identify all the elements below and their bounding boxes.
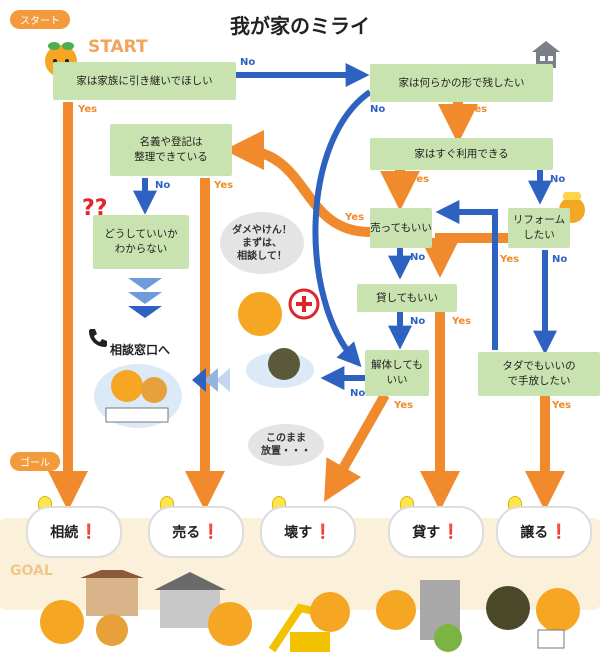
- label-yes-3: Yes: [214, 180, 234, 191]
- goal-illustrations: [40, 570, 580, 653]
- exclamation-icon: ❗: [314, 524, 332, 540]
- arrow-b10-back: [435, 200, 498, 350]
- goal-demolish-text: 壊す: [284, 525, 313, 541]
- inherit-scene: [40, 570, 144, 646]
- goal-inherit: 相続❗: [26, 506, 122, 558]
- label-yes-8: Yes: [394, 400, 414, 411]
- label-no-6: No: [552, 254, 568, 265]
- rent-scene: [376, 580, 462, 652]
- exclamation-icon: ❗: [442, 524, 460, 540]
- goal-tag: ゴール: [10, 452, 60, 471]
- start-tag: スタート: [10, 10, 70, 29]
- chevron-down-arrows: [128, 278, 162, 318]
- goal-demolish: 壊す❗: [260, 506, 356, 558]
- box-give-free: タダでもいいの で手放したい: [478, 352, 600, 396]
- label-no-3: No: [155, 180, 171, 191]
- goal-label: GOAL: [10, 563, 53, 579]
- arrow-b6-yes: [420, 233, 510, 278]
- consult-window-label: 相談窓口へ: [110, 343, 171, 357]
- goal-give: 譲る❗: [496, 506, 592, 558]
- label-yes-1: Yes: [78, 104, 98, 115]
- phone-icon: [89, 329, 107, 347]
- label-no-5: No: [410, 252, 426, 263]
- label-no-8: No: [350, 388, 366, 399]
- chevron-left-arrows: [192, 368, 230, 392]
- label-no-1: No: [240, 57, 256, 68]
- box-can-sell: 売ってもいい: [370, 208, 432, 248]
- goal-inherit-text: 相続: [50, 525, 79, 541]
- label-yes-4: Yes: [410, 174, 430, 185]
- goal-sell: 売る❗: [148, 506, 244, 558]
- box-can-demolish: 解体しても いい: [365, 350, 429, 396]
- box-usable-now: 家はすぐ利用できる: [370, 138, 553, 170]
- label-yes-6: Yes: [500, 254, 520, 265]
- exclamation-icon: ❗: [80, 524, 98, 540]
- arrow-b9-yes: [324, 392, 390, 502]
- mascots-warning-icon: [238, 288, 320, 388]
- question-mark-icon: ??: [82, 196, 108, 221]
- label-yes-2: Yes: [468, 104, 488, 115]
- box-dont-know: どうしていいか わからない: [93, 215, 189, 269]
- arrow-b5-yes: [224, 130, 371, 237]
- start-label: START: [88, 37, 148, 57]
- label-no-2: No: [370, 104, 386, 115]
- speech-bubble-consult: ダメやけん！ まずは、 相談して！: [220, 212, 304, 274]
- give-scene: [486, 586, 580, 649]
- goal-rent: 貸す❗: [388, 506, 484, 558]
- goal-give-text: 譲る: [520, 525, 549, 541]
- consult-illustration: [94, 364, 182, 428]
- box-registration: 名義や登記は 整理できている: [110, 124, 232, 176]
- arrow-b2-no: [312, 89, 372, 368]
- demolish-scene: [268, 592, 350, 653]
- box-want-reform: リフォーム したい: [508, 208, 570, 248]
- page-title: 我が家のミライ: [230, 14, 370, 38]
- label-no-4: No: [550, 174, 566, 185]
- exclamation-icon: ❗: [202, 524, 220, 540]
- sell-scene: [154, 572, 252, 646]
- label-yes-5: Yes: [345, 212, 365, 223]
- label-yes-7: Yes: [452, 316, 472, 327]
- goal-sell-text: 売る: [172, 525, 201, 541]
- goal-rent-text: 貸す: [412, 525, 441, 541]
- exclamation-icon: ❗: [550, 524, 568, 540]
- box-keep-house: 家は何らかの形で残したい: [370, 64, 553, 102]
- label-no-7: No: [410, 316, 426, 327]
- box-can-rent: 貸してもいい: [357, 284, 457, 312]
- label-yes-9: Yes: [552, 400, 572, 411]
- box-family-inherit: 家は家族に引き継いでほしい: [53, 62, 236, 100]
- speech-bubble-neglect: このまま 放置・・・: [248, 424, 324, 466]
